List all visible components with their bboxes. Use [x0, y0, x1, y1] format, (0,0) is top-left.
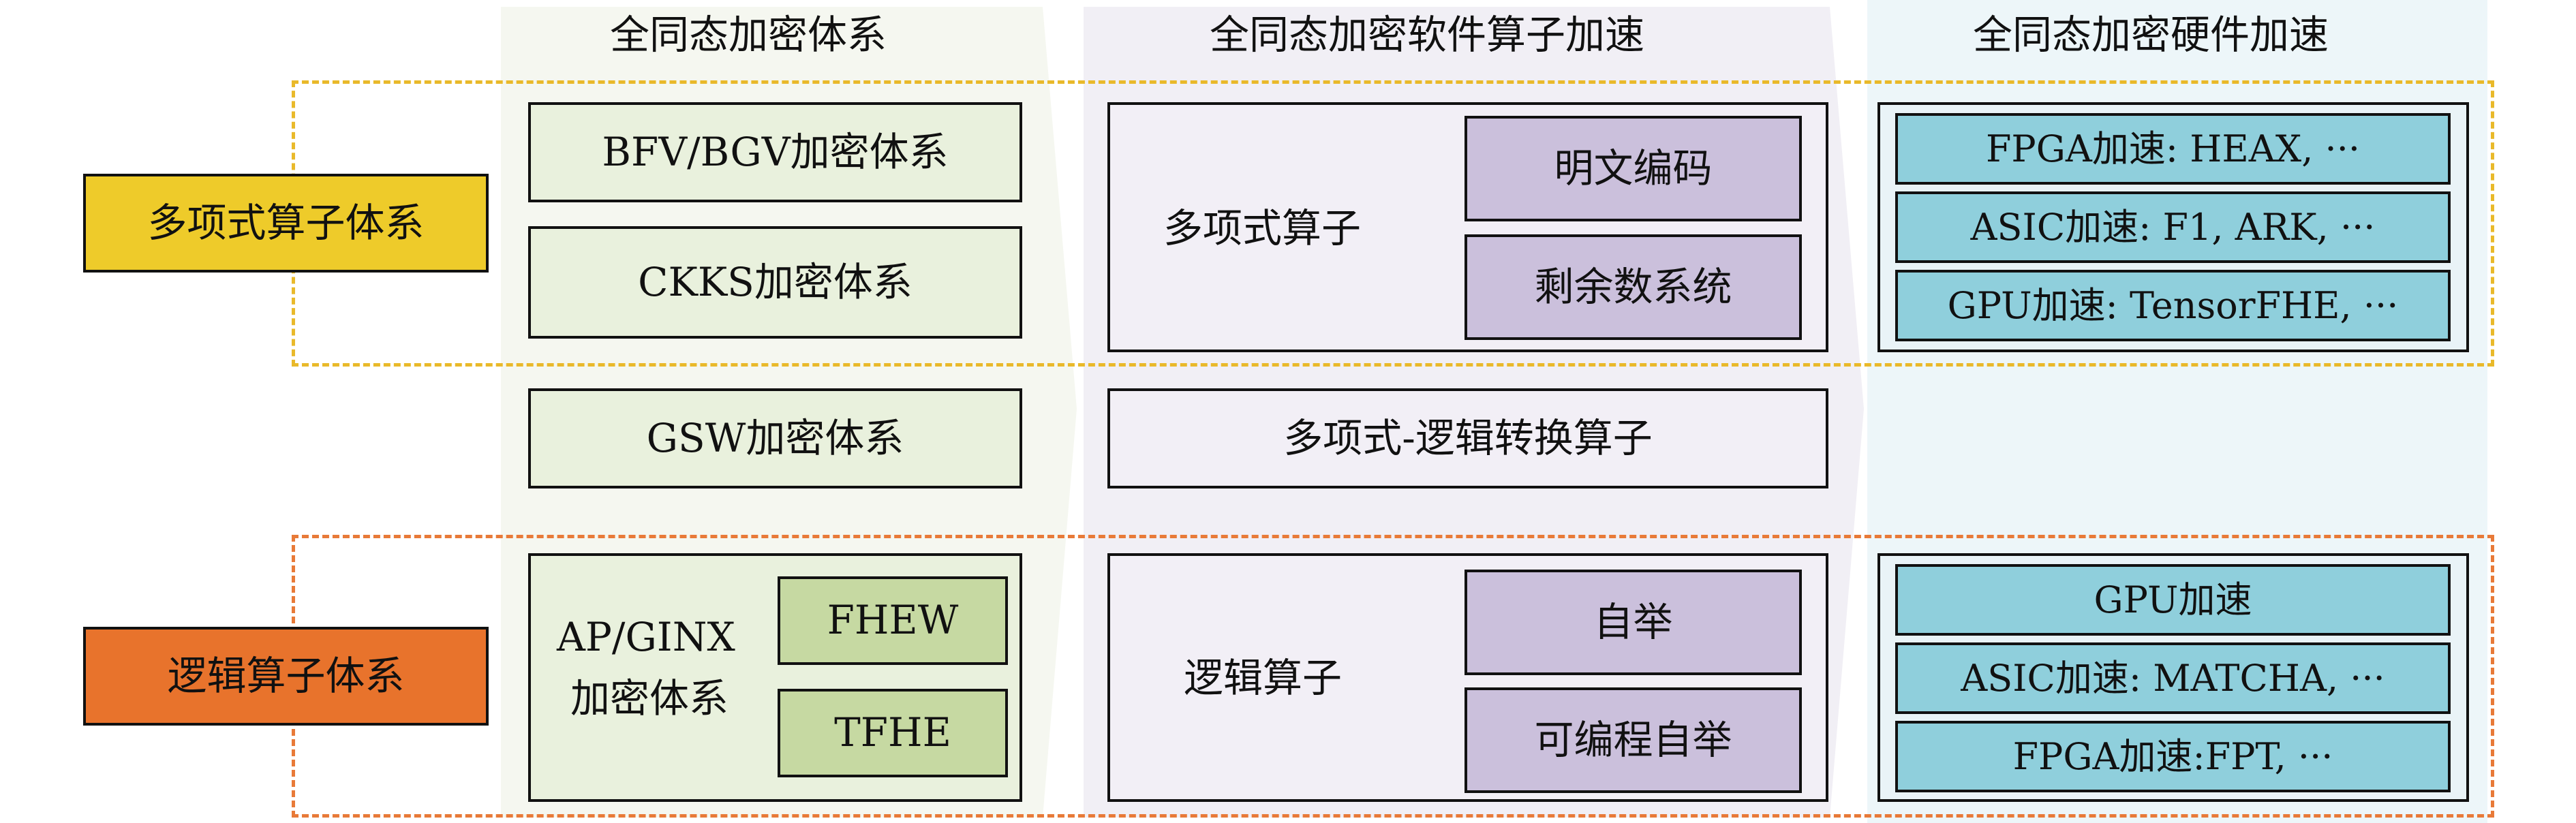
software-poly-logic-conversion-label: 多项式-逻辑转换算子 — [1283, 414, 1653, 461]
scheme-fhew-label: FHEW — [827, 597, 959, 644]
scheme-gsw: GSW加密体系 — [528, 388, 1022, 488]
software-bootstrapping: 自举 — [1465, 570, 1802, 675]
hardware-poly-item-3-label: GPU加速: TensorFHE, ··· — [1947, 283, 2399, 327]
hardware-logic-item-2-label: ASIC加速: MATCHA, ··· — [1961, 656, 2385, 700]
software-logic-ops-label: 逻辑算子 — [1184, 655, 1343, 701]
hardware-logic-item-2: ASIC加速: MATCHA, ··· — [1895, 642, 2451, 714]
software-rns: 剩余数系统 — [1465, 234, 1802, 340]
category-logic: 逻辑算子体系 — [83, 627, 489, 726]
column-header-software: 全同态加密软件算子加速 — [1210, 12, 1645, 58]
software-bootstrapping-label: 自举 — [1593, 598, 1673, 645]
hardware-logic-item-3: FPGA加速:FPT, ··· — [1895, 721, 2451, 792]
scheme-tfhe-label: TFHE — [834, 709, 951, 756]
scheme-ap-ginx: AP/GINX 加密体系 FHEW TFHE — [528, 553, 1022, 802]
software-poly-ops-label: 多项式算子 — [1163, 205, 1362, 251]
scheme-bfv-bgv: BFV/BGV加密体系 — [528, 102, 1022, 202]
software-plaintext-encoding-label: 明文编码 — [1554, 144, 1713, 191]
hardware-logic-item-1-label: GPU加速 — [2094, 578, 2252, 621]
scheme-ckks-label: CKKS加密体系 — [638, 258, 913, 305]
column-header-scheme: 全同态加密体系 — [610, 12, 887, 58]
scheme-ap-ginx-line1: AP/GINX — [557, 614, 735, 660]
hardware-poly-item-2-label: ASIC加速: F1, ARK, ··· — [1970, 205, 2376, 249]
hardware-poly-item-1-label: FPGA加速: HEAX, ··· — [1985, 127, 2361, 170]
scheme-ckks: CKKS加密体系 — [528, 226, 1022, 339]
hardware-logic-item-1: GPU加速 — [1895, 564, 2451, 636]
hardware-logic-group: GPU加速 ASIC加速: MATCHA, ··· FPGA加速:FPT, ··… — [1877, 553, 2469, 802]
software-poly-logic-conversion: 多项式-逻辑转换算子 — [1107, 388, 1828, 488]
category-polynomial-label: 多项式算子体系 — [147, 199, 425, 246]
software-programmable-bootstrapping-label: 可编程自举 — [1534, 716, 1732, 763]
software-plaintext-encoding: 明文编码 — [1465, 116, 1802, 221]
category-polynomial: 多项式算子体系 — [83, 174, 489, 273]
category-logic-label: 逻辑算子体系 — [167, 652, 405, 699]
scheme-gsw-label: GSW加密体系 — [646, 414, 904, 461]
hardware-poly-item-2: ASIC加速: F1, ARK, ··· — [1895, 191, 2451, 263]
column-header-hardware: 全同态加密硬件加速 — [1973, 12, 2329, 58]
hardware-poly-group: FPGA加速: HEAX, ··· ASIC加速: F1, ARK, ··· G… — [1877, 102, 2469, 352]
scheme-bfv-bgv-label: BFV/BGV加密体系 — [602, 128, 949, 175]
scheme-fhew: FHEW — [778, 576, 1008, 665]
scheme-tfhe: TFHE — [778, 689, 1008, 777]
software-rns-label: 剩余数系统 — [1534, 263, 1732, 310]
software-logic-ops: 逻辑算子 自举 可编程自举 — [1107, 553, 1828, 802]
hardware-poly-item-3: GPU加速: TensorFHE, ··· — [1895, 270, 2451, 341]
software-programmable-bootstrapping: 可编程自举 — [1465, 687, 1802, 793]
scheme-ap-ginx-line2: 加密体系 — [570, 675, 729, 721]
software-poly-ops: 多项式算子 明文编码 剩余数系统 — [1107, 102, 1828, 352]
hardware-logic-item-3-label: FPGA加速:FPT, ··· — [2012, 734, 2333, 778]
hardware-poly-item-1: FPGA加速: HEAX, ··· — [1895, 113, 2451, 185]
